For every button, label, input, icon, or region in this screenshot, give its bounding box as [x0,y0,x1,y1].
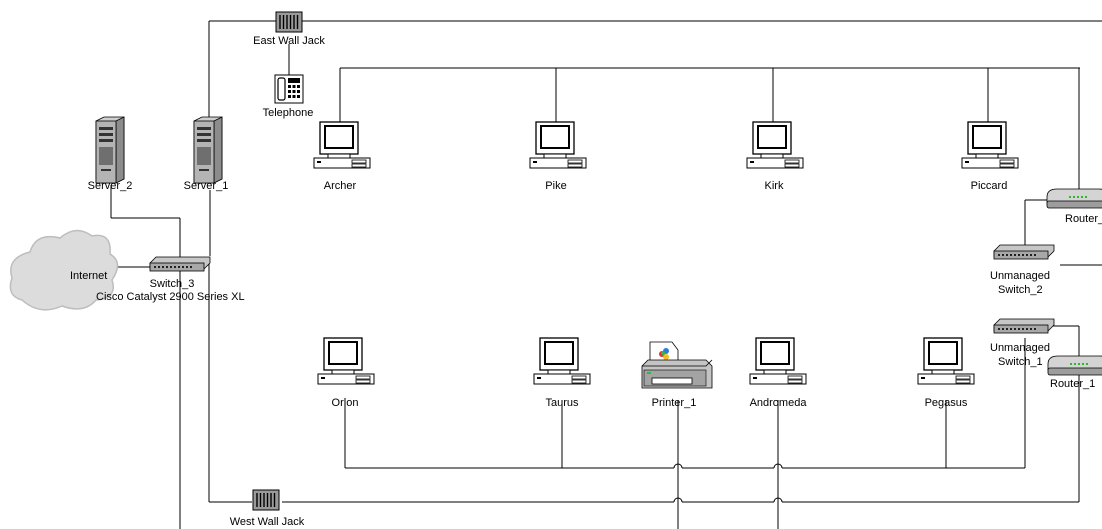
label-taurus: Taurus [545,397,578,409]
label-telephone: Telephone [263,107,314,119]
label-server-2: Server_2 [88,180,133,192]
label-printer-1: Printer_1 [652,397,697,409]
unmanaged-switch-1-icon [994,319,1054,333]
label-switch-3: Switch_3 [150,278,195,290]
pc-piccard-icon [962,122,1018,168]
label-unmanaged-switch-2-line2: Switch_2 [998,284,1043,296]
router-2-icon [1047,189,1102,208]
printer-icon [642,342,712,388]
label-west-wall-jack: West Wall Jack [230,516,305,528]
label-andromeda: Andromeda [750,397,807,409]
label-piccard: Piccard [971,180,1008,192]
pc-andromeda-icon [750,338,806,384]
pc-taurus-icon [534,338,590,384]
switch-3-icon [150,257,210,271]
label-pegasus: Pegasus [925,397,968,409]
label-server-1: Server_1 [184,180,229,192]
label-kirk: Kirk [765,180,784,192]
label-unmanaged-switch-2-line1: Unmanaged [990,270,1050,282]
unmanaged-switch-2-icon [994,245,1054,259]
pc-pegasus-icon [918,338,974,384]
pc-pike-icon [530,122,586,168]
connection-lines [110,21,1102,529]
server-1-icon [194,117,222,183]
pc-archer-icon [314,122,370,168]
label-east-wall-jack: East Wall Jack [253,35,325,47]
label-internet: Internet [70,270,107,282]
label-switch-3-model: Cisco Catalyst 2900 Series XL [96,291,245,303]
pc-orion-icon [318,338,374,384]
pc-kirk-icon [747,122,803,168]
telephone-icon [275,75,303,103]
label-unmanaged-switch-1-line2: Switch_1 [998,356,1043,368]
label-pike: Pike [545,180,566,192]
east-wall-jack-icon [276,12,302,32]
label-unmanaged-switch-1-line1: Unmanaged [990,342,1050,354]
label-router-2: Router_2 [1065,213,1102,225]
west-wall-jack-icon [253,490,279,510]
router-1-icon [1048,356,1102,375]
server-2-icon [96,117,124,183]
label-router-1: Router_1 [1050,378,1095,390]
label-archer: Archer [324,180,356,192]
label-orion: Orion [332,397,359,409]
